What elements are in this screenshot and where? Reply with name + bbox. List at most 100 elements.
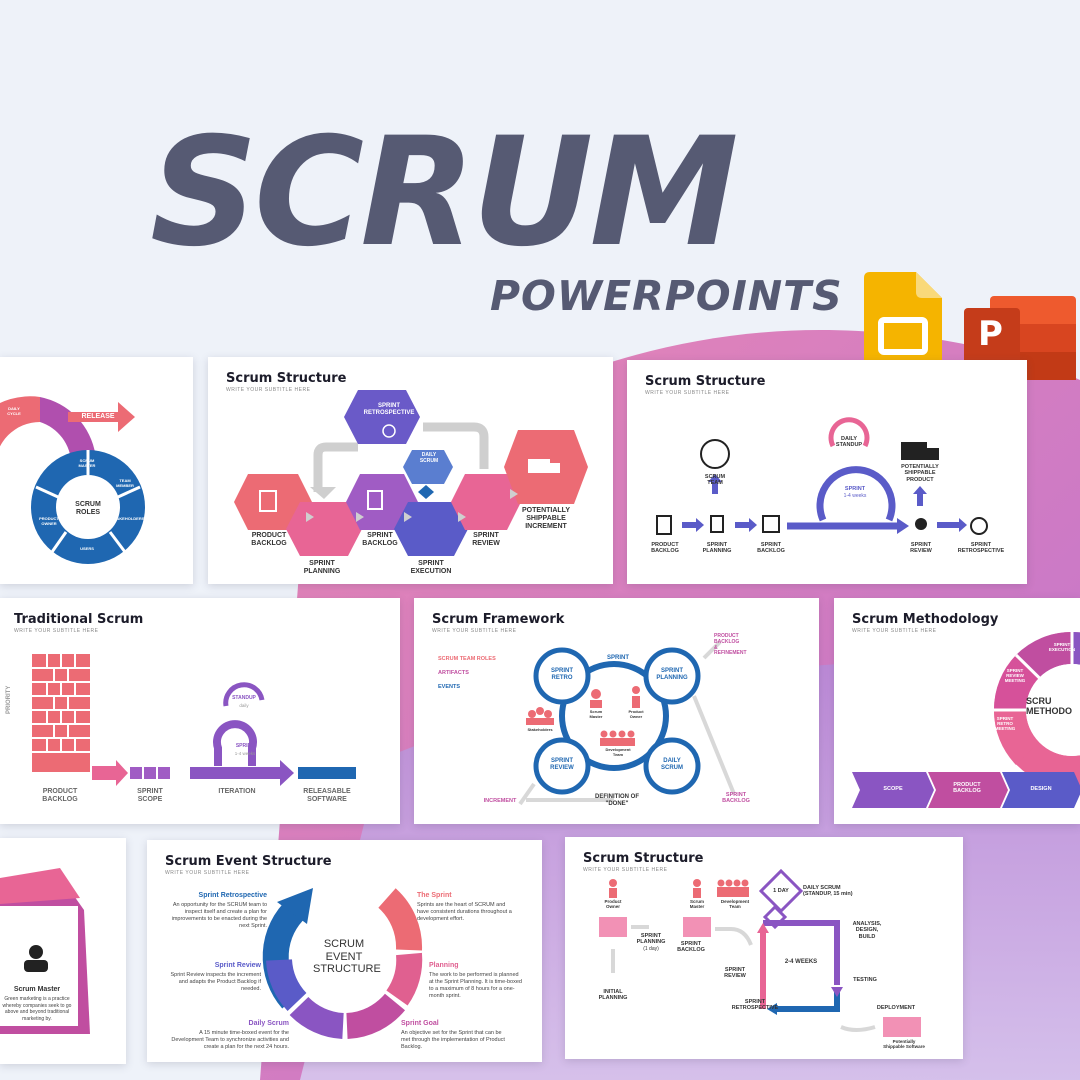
slide-title: Scrum Methodology <box>852 612 999 627</box>
framework-diagram <box>518 640 736 806</box>
label-product-backlog-refinement: PRODUCT BACKLOG & REFINEMENT <box>714 633 747 657</box>
label-sprint-review: SPRINT REVIEW <box>472 532 500 548</box>
slide-title: Scrum Structure <box>583 851 704 866</box>
slide-scrum-structure-cycle[interactable]: Scrum Structure WRITE YOUR SUBTITLE HERE… <box>565 837 963 1059</box>
label-definition-of-done: DEFINITION OF "DONE" <box>595 794 639 807</box>
label-potentially-shippable-product: POTENTIALLY SHIPPABLE PRODUCT <box>901 464 939 483</box>
label-scrum-team: SCRUM TEAM <box>704 474 726 487</box>
daily-heading: Daily Scrum <box>248 1020 289 1027</box>
slide-subtitle: WRITE YOUR SUBTITLE HERE <box>583 867 668 873</box>
label-sprint: SPRINT <box>606 655 629 661</box>
slide-subtitle: WRITE YOUR SUBTITLE HERE <box>165 870 250 876</box>
label-product-owner: Product Owner <box>604 899 622 910</box>
label-daily-standup: DAILY STANDUP <box>835 436 863 449</box>
label-daily-scrum: DAILY SCRUM <box>661 758 683 771</box>
label-sprint-planning: SPRINT PLANNING <box>303 560 341 576</box>
role-stakeholders: STAKEHOLDERS <box>111 516 145 521</box>
review-text: Sprint Review inspects the increment and… <box>170 972 261 993</box>
label-sprint-retrospective: SPRINT RETROSPECTIVE <box>731 999 779 1012</box>
scrum-master-desc: Green marketing is a practice whereby co… <box>2 996 72 1022</box>
label-deployment: DEPLOYMENT <box>876 1005 916 1011</box>
slide-scrum-master[interactable]: Scrum Master Green marketing is a practi… <box>0 838 126 1064</box>
release-label: RELEASE <box>81 413 115 420</box>
planning-text: The work to be performed is planned at t… <box>429 972 522 1000</box>
slide-traditional-scrum[interactable]: Traditional Scrum WRITE YOUR SUBTITLE HE… <box>0 598 400 824</box>
retro-heading: Sprint Retrospective <box>198 892 267 899</box>
label-sprint-planning: SPRINT PLANNING <box>636 933 666 946</box>
slide-scrum-framework[interactable]: Scrum Framework WRITE YOUR SUBTITLE HERE… <box>414 598 819 824</box>
step-scope: SCOPE <box>883 786 903 792</box>
label-iteration: ITERATION <box>218 788 256 795</box>
scrum-master-name: Scrum Master <box>13 986 61 993</box>
sprint-heading: The Sprint <box>417 892 452 899</box>
hex-diagram <box>234 390 588 556</box>
label-sprint-weeks: 1-4 weeks <box>234 751 256 756</box>
traditional-diagram <box>32 654 356 786</box>
google-slides-icon <box>864 272 942 378</box>
label-development-team: Development Team <box>720 899 750 910</box>
label-cycle-weeks: 2-4 WEEKS <box>784 959 818 965</box>
label-standup-daily: daily <box>239 703 249 708</box>
label-sprint-retrospective: SPRINT RETROSPECTIVE <box>957 542 1005 555</box>
slide-scrum-structure-flow[interactable]: Scrum Structure WRITE YOUR SUBTITLE HERE… <box>627 360 1027 584</box>
label-sprint-scope: SPRINT SCOPE <box>137 788 163 804</box>
label-development-team: Development Team <box>605 747 631 757</box>
legend-artifacts: ARTIFACTS <box>438 670 469 676</box>
label-priority: PRIORITY <box>6 685 12 714</box>
label-scrum-master: Scrum Master <box>589 709 603 719</box>
label-potentially-shippable-software: Potentially Shippable Software <box>883 1039 925 1050</box>
seg-sprint-retro: SPRINT RETRO MEETING <box>994 716 1016 732</box>
label-releasable-software: RELEASABLE SOFTWARE <box>303 788 351 804</box>
slide-scrum-event-structure[interactable]: Scrum Event Structure WRITE YOUR SUBTITL… <box>147 840 542 1062</box>
label-sprint-backlog: SPRINT BACKLOG <box>722 792 750 805</box>
cycle-diagram <box>599 868 921 1037</box>
role-product-owner: PRODUCT OWNER <box>39 516 59 526</box>
arc-sprint-review: SPRINT REVIEW <box>4 502 20 512</box>
label-initial-planning: INITIAL PLANNING <box>598 989 628 1002</box>
role-scrum-master: SCRUM MASTER <box>78 458 96 468</box>
label-product-backlog: PRODUCT BACKLOG <box>42 788 78 804</box>
retro-text: An opportunity for the SCRUM team to ins… <box>171 902 267 930</box>
scrum-master-frame <box>0 868 90 1034</box>
slide-title: Traditional Scrum <box>14 612 144 627</box>
role-team-member: TEAM MEMBER <box>116 478 134 488</box>
step-design: DESIGN <box>1030 786 1052 792</box>
label-product-backlog: PRODUCT BACKLOG <box>251 532 287 548</box>
goal-text: An objective set for the Sprint that can… <box>401 1030 505 1051</box>
label-sprint-retrospective: SPRINT RETROSPECTIVE <box>363 403 415 416</box>
label-increment: INCREMENT <box>483 798 517 804</box>
label-sprint-execution: SPRINT EXECUTION <box>410 560 452 576</box>
arc-product-increment: PRODUCT INCREMENT <box>25 452 49 462</box>
slide-title: Scrum Structure <box>226 371 347 386</box>
powerpoint-letter: P <box>978 314 1003 354</box>
seg-sprint-review: SPRINT REVIEW MEETING <box>1004 668 1026 684</box>
slide-title: Scrum Structure <box>645 374 766 389</box>
label-sprint-backlog: SPRINT BACKLOG <box>757 542 785 555</box>
label-sprint-review: SPRINT REVIEW <box>550 758 574 771</box>
seg-sprint-execution: SPRINT EXECUTION <box>1048 642 1076 653</box>
daily-text: A 15 minute time-boxed event for the Dev… <box>171 1030 289 1051</box>
label-scrum-master: Scrum Master <box>689 899 705 910</box>
slide-subtitle: WRITE YOUR SUBTITLE HERE <box>645 390 730 396</box>
methodology-center: SCRU METHODO <box>1026 696 1072 717</box>
label-sprint-planning: SPRINT PLANNING <box>656 668 688 681</box>
methodology-diagram <box>852 631 1080 808</box>
label-product-backlog: PRODUCT BACKLOG <box>651 542 679 555</box>
slide-scrum-roles[interactable]: RELEASE SCRUM ROLES SCRUM MASTER TEAM ME… <box>0 357 193 584</box>
hero-section: SCRUM POWERPOINTS P <box>0 0 1080 380</box>
label-standup: STANDUP <box>232 695 256 701</box>
legend-events: EVENTS <box>438 684 461 690</box>
slide-scrum-structure-hex[interactable]: Scrum Structure WRITE YOUR SUBTITLE HERE… <box>208 357 613 584</box>
label-sprint-backlog: SPRINT BACKLOG <box>362 532 398 548</box>
roles-center-label: SCRUM ROLES <box>75 501 101 517</box>
label-sprint-review: SPRINT REVIEW <box>910 542 932 555</box>
label-analysis-design-build: ANALYSIS, DESIGN, BUILD <box>852 921 882 940</box>
role-users: USERS <box>80 546 94 551</box>
slide-subtitle: WRITE YOUR SUBTITLE HERE <box>852 628 937 634</box>
slide-subtitle: WRITE YOUR SUBTITLE HERE <box>432 628 517 634</box>
label-sprint-review: SPRINT REVIEW <box>724 967 746 980</box>
label-daily-scrum: DAILY SCRUM <box>419 452 439 464</box>
slide-scrum-methodology[interactable]: Scrum Methodology WRITE YOUR SUBTITLE HE… <box>834 598 1080 824</box>
label-stakeholders: Stakeholders <box>527 727 553 732</box>
legend-roles: SCRUM TEAM ROLES <box>438 656 496 662</box>
